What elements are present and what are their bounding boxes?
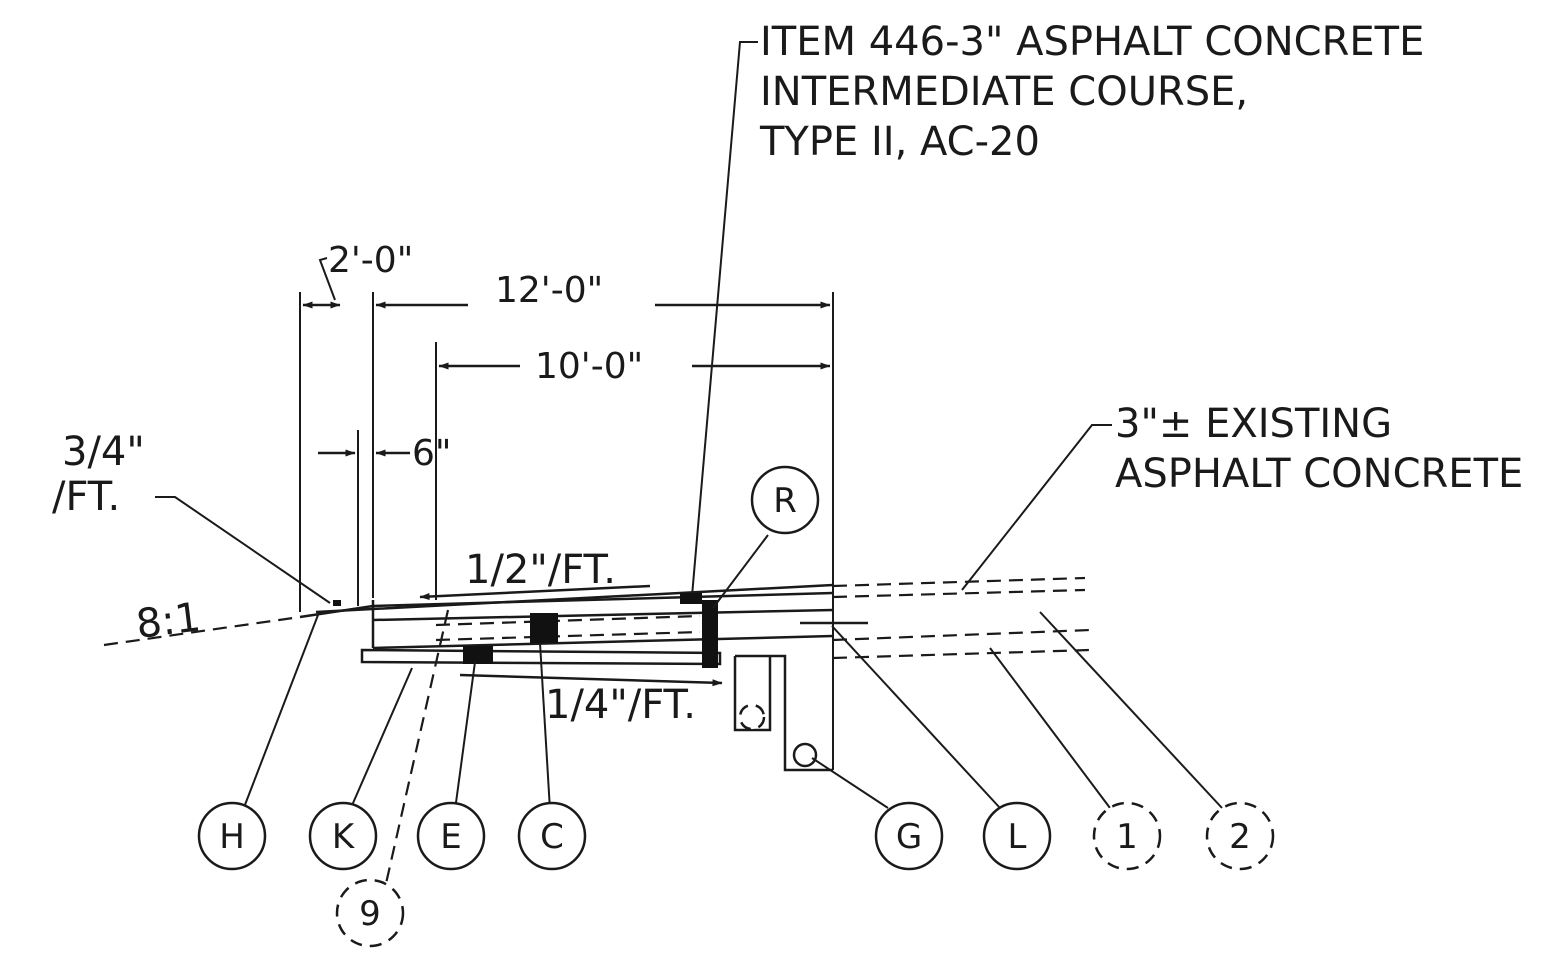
slope-34-line1: 3/4": [62, 429, 145, 475]
callout-k-label: K: [332, 817, 356, 857]
slope-half-label: 1/2"/FT.: [465, 547, 616, 593]
callout-e-label: E: [440, 817, 461, 857]
callout-1: 1: [1092, 801, 1162, 871]
slope-quarter-arrow: [459, 673, 723, 687]
callout-9-label: 9: [359, 894, 381, 934]
callout-g: G: [874, 801, 944, 871]
joint-seal-vertical: [702, 600, 718, 668]
callout-h: H: [197, 801, 267, 871]
callout-c: C: [517, 801, 587, 871]
slope-34-leader: [155, 496, 331, 604]
underdrain-pipe-icon: [738, 703, 766, 731]
callout-l: L: [982, 801, 1052, 871]
drain-pipe-icon: [792, 742, 818, 768]
existing-base-dashed-2: [832, 648, 1091, 660]
callout-h-label: H: [219, 817, 245, 857]
subbase-slab: [360, 648, 722, 666]
dim-2ft-leader: [318, 257, 336, 301]
joint-block-c: [530, 613, 558, 643]
shoulder-dashed-leader: [383, 609, 450, 889]
slope-8to1-line: [103, 615, 301, 647]
slope-half-arrow: [419, 584, 651, 601]
existing-asphalt-leader-line: [961, 424, 1112, 591]
existing-surface-dashed-2: [832, 588, 1086, 599]
leader-r: [712, 534, 769, 609]
slope-8to1-label: 8:1: [134, 594, 204, 648]
intermediate-course-line: [372, 591, 834, 608]
leader-k: [349, 667, 413, 811]
dim-12ft-label: 12'-0": [495, 270, 603, 311]
callout-r-label: R: [773, 481, 797, 521]
leader-e: [454, 661, 476, 811]
dimension-lines: 2'-0" 12'-0" 10'-0" 6": [299, 240, 834, 770]
dim-10ft-label: 10'-0": [535, 346, 643, 387]
callout-r: R: [750, 465, 820, 535]
dim-2ft-label: 2'-0": [328, 240, 413, 281]
callout-1-label: 1: [1116, 817, 1138, 857]
existing-asphalt-note: 3"± EXISTING ASPHALT CONCRETE: [961, 401, 1523, 591]
joint-seal-top: [680, 593, 702, 604]
item-446-note: ITEM 446-3" ASPHALT CONCRETE INTERMEDIAT…: [691, 19, 1424, 597]
dim-6in-label: 6": [412, 433, 451, 474]
existing-asphalt-note-line1: 3"± EXISTING: [1115, 401, 1392, 447]
base-layer-bottom: [372, 634, 834, 650]
inner-dashed-layer-2: [435, 630, 701, 642]
leader-g: [811, 757, 889, 809]
shoulder-marker: [333, 600, 341, 606]
item-446-note-line3: TYPE II, AC-20: [759, 119, 1040, 165]
existing-asphalt-note-line2: ASPHALT CONCRETE: [1115, 451, 1523, 497]
callout-e: E: [416, 801, 486, 871]
callout-2: 2: [1205, 801, 1275, 871]
callout-g-label: G: [896, 817, 922, 857]
leader-l: [831, 625, 1001, 809]
leader-2: [1039, 611, 1223, 809]
leader-c: [539, 642, 551, 811]
overlay-top-surface: [315, 583, 834, 614]
slope-34-line2: /FT.: [52, 474, 120, 520]
callout-k: K: [308, 801, 378, 871]
item-446-leader-line: [691, 41, 758, 597]
curb-structure: [735, 654, 833, 772]
surface-layer-bottom: [372, 608, 834, 622]
leader-h: [242, 614, 319, 811]
underdrain-trench: [733, 656, 772, 732]
item-446-note-line2: INTERMEDIATE COURSE,: [760, 69, 1248, 115]
slope-labels: 3/4" /FT. 1/2"/FT. 1/4"/FT. 8:1: [52, 429, 723, 728]
slope-quarter-label: 1/4"/FT.: [545, 682, 696, 728]
existing-base-dashed-1: [832, 628, 1091, 642]
joint-block-e: [463, 646, 493, 664]
callout-leaders: [242, 534, 1223, 811]
existing-surface-dashed-1: [832, 576, 1086, 588]
leader-1: [989, 647, 1111, 809]
callout-2-label: 2: [1229, 817, 1251, 857]
callout-l-label: L: [1008, 817, 1027, 857]
pavement-section: [299, 576, 1091, 889]
callout-c-label: C: [540, 817, 564, 857]
item-446-note-line1: ITEM 446-3" ASPHALT CONCRETE: [760, 19, 1424, 65]
inner-dashed-layer-1: [435, 614, 701, 627]
callout-9: 9: [335, 878, 405, 948]
